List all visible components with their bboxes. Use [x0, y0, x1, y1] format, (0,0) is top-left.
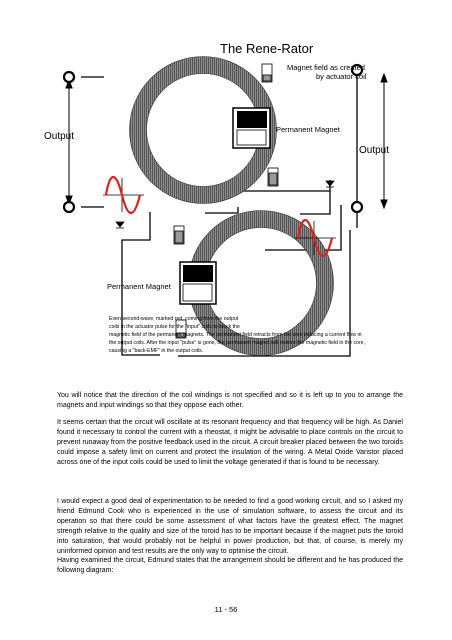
- figure-title: The Rene-Rator: [220, 41, 314, 56]
- diode-icon: [115, 180, 335, 229]
- body-paragraph: Having examined the circuit, Edmund stat…: [57, 557, 403, 574]
- waveform-icon: [103, 175, 336, 258]
- output-label-right: Output: [359, 145, 389, 156]
- permanent-magnet-label: Permanent Magnet: [107, 282, 172, 291]
- body-paragraph: It seems certain that the circuit will o…: [57, 419, 403, 466]
- magnet-field-note: Magnet field as created: [287, 63, 365, 72]
- output-label-left: Output: [44, 131, 74, 142]
- body-paragraph: I would expect a good deal of experiment…: [57, 498, 403, 555]
- permanent-magnet-label: Permanent Magnet: [276, 125, 341, 134]
- caption-line: magnetic field of the permanent magnets.…: [109, 332, 362, 338]
- permanent-magnet-bottom: [179, 261, 217, 305]
- rene-rator-diagram: The Rene-Rator Magnet field as created b…: [44, 41, 389, 357]
- caption-line: the output coils. After the input "pulse…: [109, 340, 365, 346]
- caption-line: coils in the actuator pulse for the "inp…: [109, 324, 240, 330]
- caption-line: Even-second-wave, marked red, coming fro…: [109, 316, 239, 322]
- output-arrow-left: [65, 78, 73, 206]
- body-paragraph: You will notice that the direction of th…: [57, 392, 403, 409]
- magnet-field-note: by actuator coil: [316, 72, 367, 81]
- output-arrow-right: [380, 72, 388, 210]
- terminal: [62, 63, 364, 214]
- permanent-magnet-top: [232, 107, 271, 149]
- magnet-field-indicator: [173, 63, 279, 339]
- page-number: 11 - 56: [214, 605, 238, 614]
- figure-caption: Even-second-wave, marked red, coming fro…: [109, 316, 365, 354]
- caption-line: causing a "back-EMF" in the output coils…: [109, 348, 203, 354]
